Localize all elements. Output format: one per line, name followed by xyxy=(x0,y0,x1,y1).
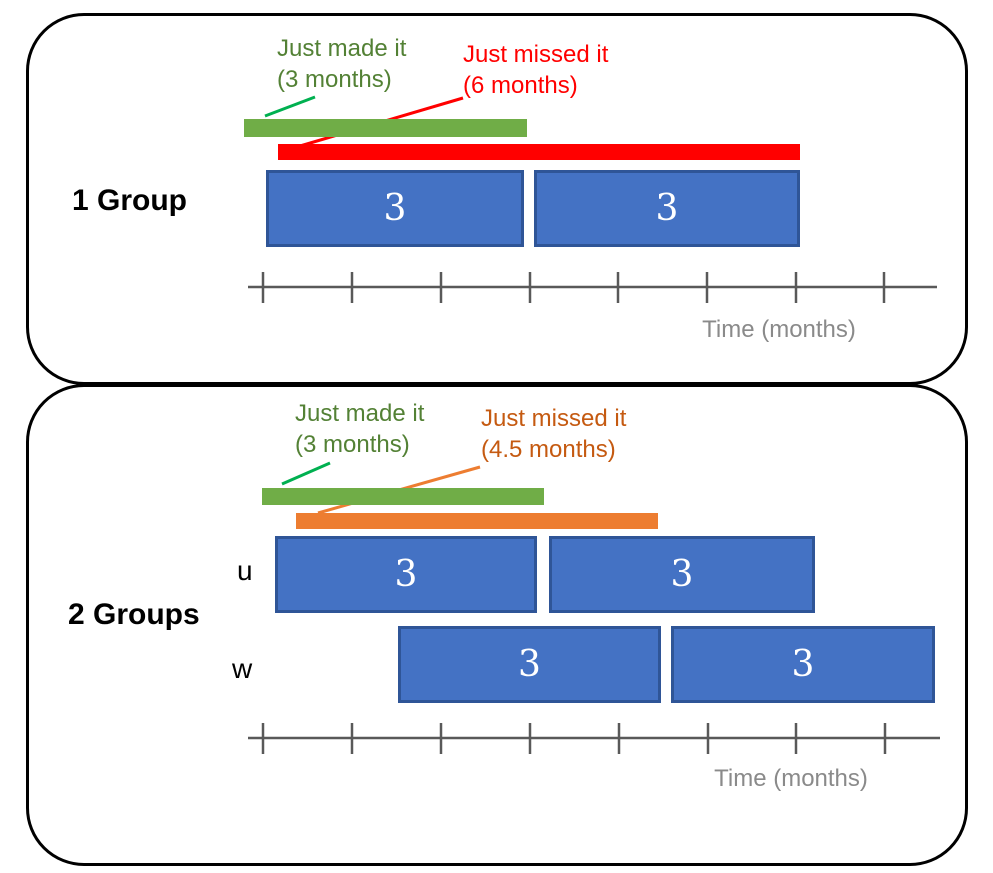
interval-box-value: 3 xyxy=(791,643,815,685)
row-u-interval-box-2: 3 xyxy=(549,536,815,613)
time-axis-label: Time (months) xyxy=(702,316,856,343)
panel-title: 1 Group xyxy=(72,184,188,217)
just-missed-it-months: (6 months) xyxy=(463,72,578,99)
interval-box-value: 3 xyxy=(518,643,541,685)
just-made-it-text: Just made it xyxy=(277,35,407,62)
just-made-it-callout: Just made it (3 months) xyxy=(277,33,406,95)
made-it-leader-line xyxy=(281,461,331,486)
interval-box-2: 3 xyxy=(534,170,800,247)
panel-title: 2 Groups xyxy=(68,598,200,631)
interval-box-value: 3 xyxy=(655,187,679,229)
just-missed-it-months: (4.5 months) xyxy=(481,436,616,463)
just-made-it-months: (3 months) xyxy=(295,431,410,458)
just-made-it-callout: Just made it (3 months) xyxy=(295,398,424,460)
just-made-it-text: Just made it xyxy=(295,400,425,427)
missed-it-bar xyxy=(296,513,658,529)
just-missed-it-text: Just missed it xyxy=(481,405,627,432)
one-group-panel: Just made it (3 months) Just missed it (… xyxy=(26,13,968,385)
interval-box-value: 3 xyxy=(383,187,407,229)
just-missed-it-callout: Just missed it (4.5 months) xyxy=(481,403,626,465)
interval-box-1: 3 xyxy=(266,170,524,247)
just-missed-it-callout: Just missed it (6 months) xyxy=(463,39,608,101)
interval-box-value: 3 xyxy=(670,553,694,595)
just-made-it-months: (3 months) xyxy=(277,66,392,93)
missed-it-bar xyxy=(278,144,800,160)
made-it-bar xyxy=(244,119,527,137)
interval-box-value: 3 xyxy=(394,553,418,595)
made-it-leader-line xyxy=(264,95,316,118)
row-w-interval-box-2: 3 xyxy=(671,626,935,703)
two-groups-panel: Just made it (3 months) Just missed it (… xyxy=(26,384,968,866)
made-it-bar xyxy=(262,488,544,505)
time-axis-label: Time (months) xyxy=(714,765,868,792)
row-u-interval-box-1: 3 xyxy=(275,536,537,613)
row-label-w: w xyxy=(232,653,253,684)
row-label-u: u xyxy=(237,555,253,586)
just-missed-it-text: Just missed it xyxy=(463,41,609,68)
row-w-interval-box-1: 3 xyxy=(398,626,661,703)
